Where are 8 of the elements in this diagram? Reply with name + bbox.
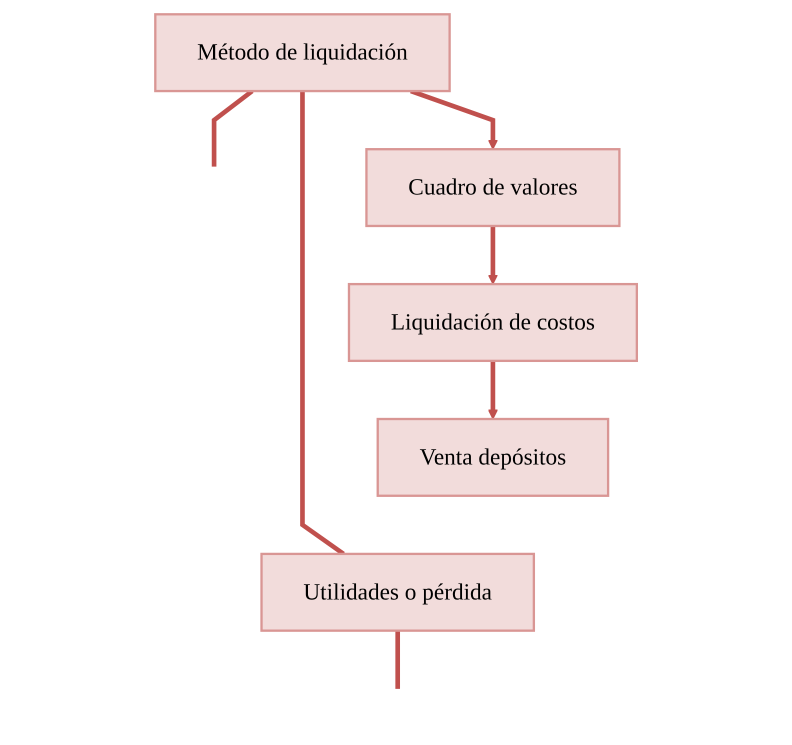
connector-line — [395, 630, 400, 689]
process-box: Liquidación de costos — [348, 282, 638, 362]
process-box: Método de liquidación — [154, 13, 451, 92]
process-box: Cuadro de valores — [365, 148, 620, 228]
connector-line — [488, 360, 498, 420]
process-box: Utilidades o pérdida — [260, 552, 535, 632]
process-box: Venta depósitos — [376, 418, 610, 497]
connector-line — [488, 226, 498, 285]
